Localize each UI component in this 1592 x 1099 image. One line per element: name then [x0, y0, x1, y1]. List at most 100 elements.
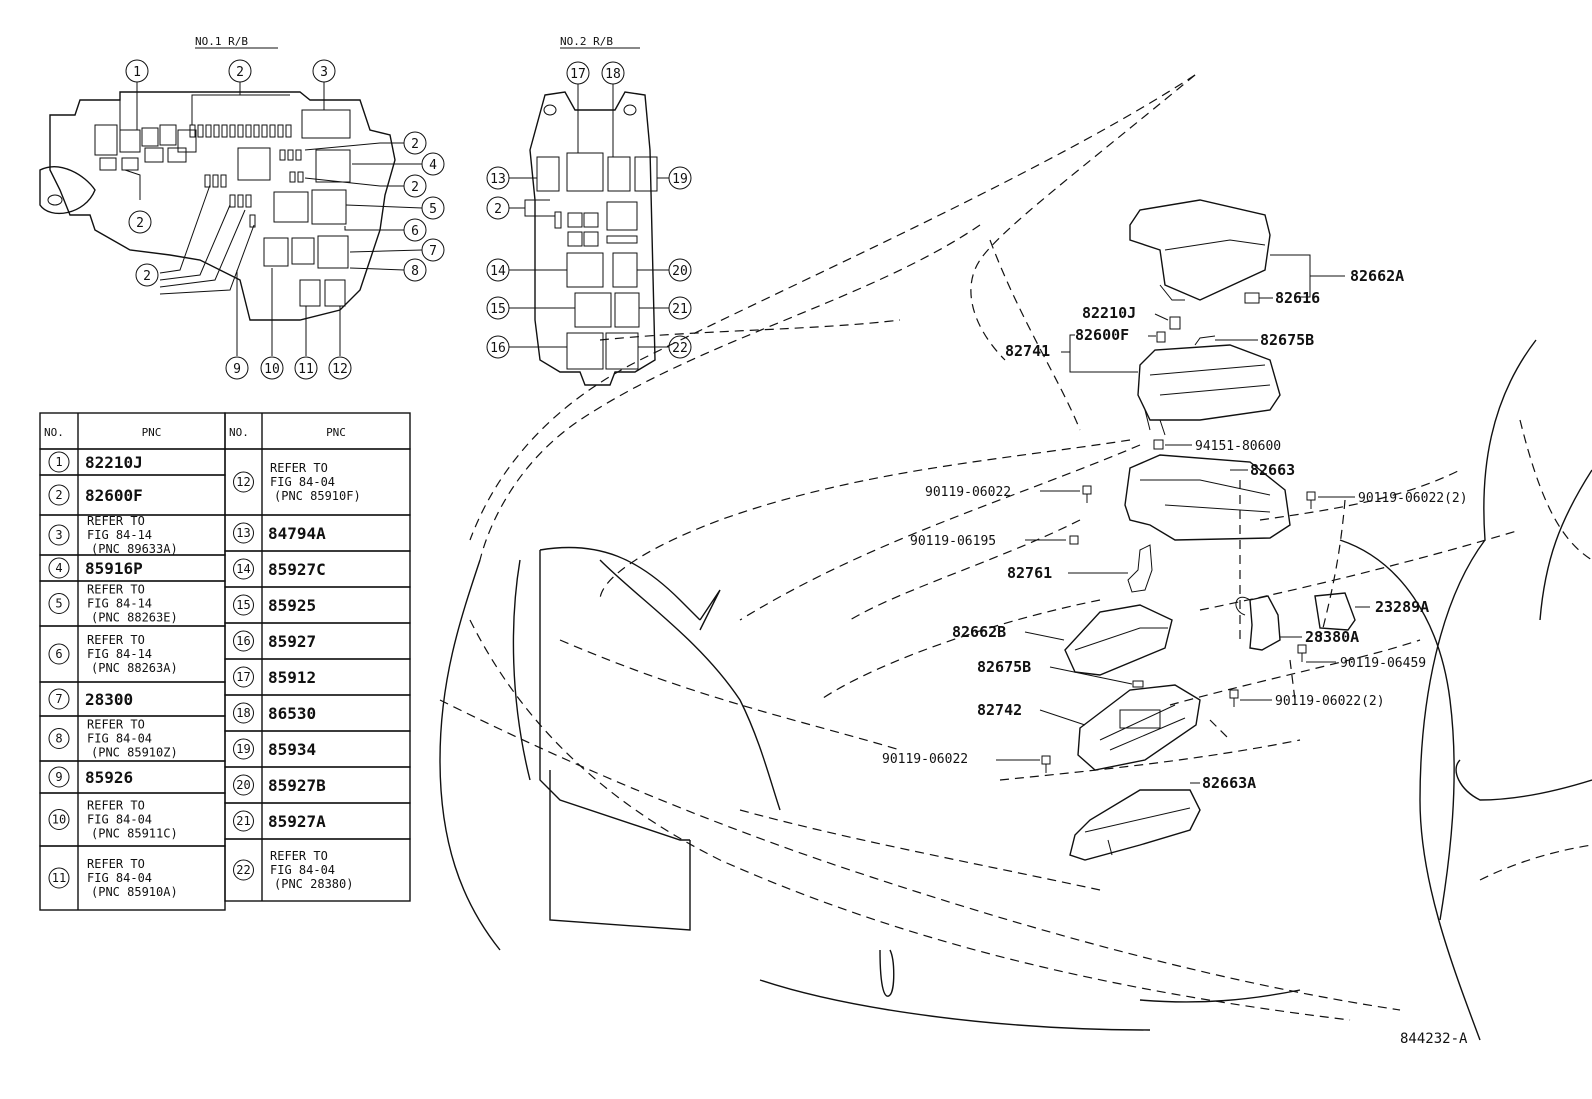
row-reference: (PNC 28380) — [274, 877, 353, 891]
table-row — [224, 694, 411, 732]
row-number: 13 — [236, 526, 250, 540]
rb1-callout-12: 12 — [332, 362, 348, 377]
row-reference: REFER TO — [87, 857, 145, 871]
row-pnc: 82210J — [85, 453, 143, 472]
rb1-callout-2: 2 — [236, 65, 244, 80]
row-number: 1 — [55, 455, 62, 469]
row-pnc: 85916P — [85, 559, 143, 578]
rb2-callout-13: 13 — [490, 172, 506, 187]
row-reference: FIG 84-04 — [270, 863, 335, 877]
row-reference: (PNC 88263E) — [91, 611, 178, 625]
label-82741: 82741 — [1005, 342, 1050, 360]
label-82210J: 82210J — [1082, 304, 1136, 322]
row-reference: FIG 84-04 — [87, 871, 152, 885]
row-number: 4 — [55, 561, 62, 575]
row-number: 3 — [55, 528, 62, 542]
row-reference: REFER TO — [87, 633, 145, 647]
row-pnc: 85934 — [268, 740, 316, 759]
relay-block-1: NO.1 R/B — [39, 35, 445, 380]
rb2-callout-16: 16 — [490, 341, 506, 356]
rb2-callout-17: 17 — [570, 67, 586, 82]
row-number: 7 — [55, 692, 62, 706]
row-number: 21 — [236, 814, 250, 828]
row-number: 2 — [55, 488, 62, 502]
label-90119-06022-2a: 90119-06022(2) — [1358, 491, 1468, 506]
label-82761: 82761 — [1007, 564, 1052, 582]
relay-block-2-title: NO.2 R/B — [560, 35, 613, 48]
row-reference: REFER TO — [87, 514, 145, 528]
row-reference: FIG 84-14 — [87, 647, 152, 661]
row-number: 17 — [236, 670, 250, 684]
label-82675B-mid: 82675B — [977, 658, 1031, 676]
row-reference: (PNC 85911C) — [91, 827, 178, 841]
row-pnc: 85927C — [268, 560, 326, 579]
diagram-code: 844232-A — [1400, 1031, 1468, 1047]
row-pnc: 85927A — [268, 812, 326, 831]
row-number: 16 — [236, 634, 250, 648]
rb1-callout-2b: 2 — [411, 137, 419, 152]
rb1-callout-6: 6 — [411, 224, 419, 239]
rb1-callout-9: 9 — [233, 362, 241, 377]
row-number: 20 — [236, 778, 250, 792]
row-number: 15 — [236, 598, 250, 612]
label-90119-06022-b: 90119-06022 — [882, 752, 968, 767]
row-number: 5 — [55, 597, 62, 611]
row-reference: REFER TO — [87, 799, 145, 813]
rb1-callout-11: 11 — [298, 362, 314, 377]
label-82663: 82663 — [1250, 461, 1295, 479]
rb1-callout-2c: 2 — [411, 180, 419, 195]
left-header-no: NO. — [44, 426, 64, 439]
row-pnc: 85926 — [85, 768, 133, 787]
row-reference: REFER TO — [87, 583, 145, 597]
label-94151-80600: 94151-80600 — [1195, 439, 1281, 454]
row-number: 18 — [236, 706, 250, 720]
table-row — [224, 658, 411, 696]
part-labels: 82662A 82616 82210J 82600F 82741 82675B … — [882, 254, 1468, 1047]
label-23289A: 23289A — [1375, 598, 1429, 616]
row-pnc: 84794A — [268, 524, 326, 543]
label-82662B: 82662B — [952, 623, 1006, 641]
row-reference: (PNC 85910F) — [274, 489, 361, 503]
left-header-pnc: PNC — [142, 426, 162, 439]
row-reference: (PNC 88263A) — [91, 661, 178, 675]
row-number: 10 — [52, 813, 66, 827]
row-reference: FIG 84-14 — [87, 528, 152, 542]
rb1-callout-4: 4 — [429, 158, 437, 173]
table-row — [224, 586, 411, 624]
row-reference: FIG 84-04 — [270, 475, 335, 489]
row-number: 12 — [236, 475, 250, 489]
table-row — [224, 838, 411, 902]
row-reference: (PNC 85910A) — [91, 885, 178, 899]
label-90119-06022-a: 90119-06022 — [925, 485, 1011, 500]
row-pnc: 85927B — [268, 776, 326, 795]
row-pnc: 85927 — [268, 632, 316, 651]
vehicle-outline — [439, 74, 1592, 1041]
row-reference: REFER TO — [270, 461, 328, 475]
rb1-callout-2e: 2 — [143, 269, 151, 284]
table-row — [224, 730, 411, 768]
row-pnc: 86530 — [268, 704, 316, 723]
row-number: 22 — [236, 863, 250, 877]
label-90119-06022-2b: 90119-06022(2) — [1275, 694, 1385, 709]
row-reference: (PNC 89633A) — [91, 542, 178, 556]
label-28380A: 28380A — [1305, 628, 1359, 646]
row-reference: FIG 84-14 — [87, 597, 152, 611]
right-header-no: NO. — [229, 426, 249, 439]
row-pnc: 82600F — [85, 486, 143, 505]
rb1-callout-3: 3 — [320, 65, 328, 80]
row-reference: FIG 84-04 — [87, 732, 152, 746]
rb1-callout-8: 8 — [411, 264, 419, 279]
label-82663A: 82663A — [1202, 774, 1256, 792]
rb1-callout-2d: 2 — [136, 216, 144, 231]
label-82616: 82616 — [1275, 289, 1320, 307]
rb1-callout-5: 5 — [429, 202, 437, 217]
rb2-callout-22: 22 — [672, 341, 688, 356]
rb2-callout-19: 19 — [672, 172, 688, 187]
rb1-callout-1: 1 — [133, 65, 141, 80]
row-number: 19 — [236, 742, 250, 756]
row-number: 6 — [55, 647, 62, 661]
label-82662A: 82662A — [1350, 267, 1404, 285]
label-82675B-top: 82675B — [1260, 331, 1314, 349]
